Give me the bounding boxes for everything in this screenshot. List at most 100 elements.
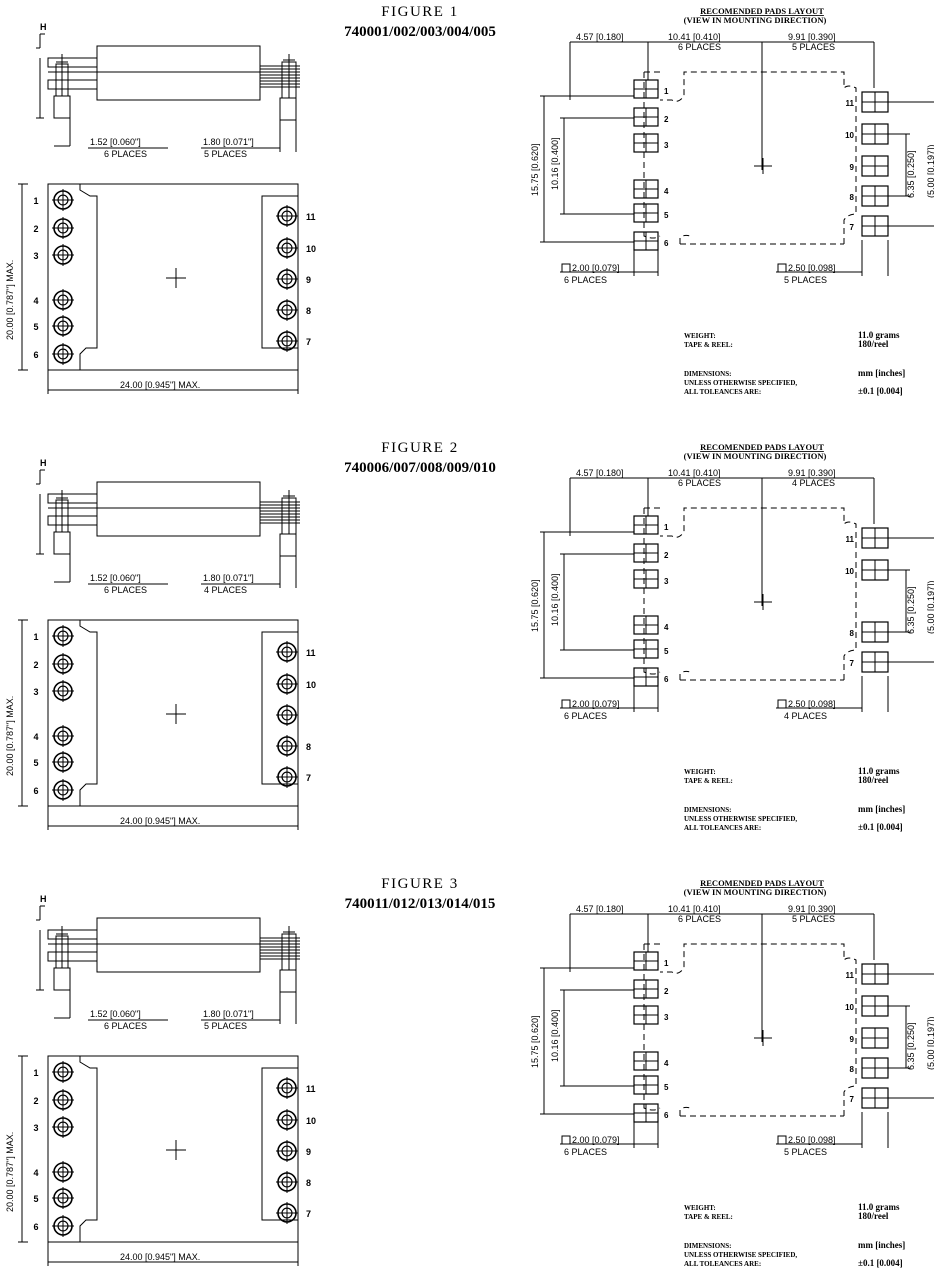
part-numbers: 740001/002/003/004/005 — [344, 24, 496, 40]
side-foot-right — [279, 969, 297, 993]
pad-pin-number: 5 — [664, 211, 669, 220]
width-label: 20.00 [0.787"] MAX. — [5, 1132, 15, 1212]
pad-pin-number: 2 — [664, 115, 669, 124]
unless-label: UNLESS OTHERWISE SPECIFIED, — [684, 1251, 797, 1259]
side-body — [96, 481, 261, 537]
pad-total-height-label: 15.75 [0.620] — [530, 579, 540, 632]
pin-number: 1 — [33, 1068, 38, 1078]
side-foot-left — [53, 531, 71, 555]
tol-value: ±0.1 [0.004] — [858, 1258, 903, 1268]
pad-left-places-label: 6 PLACES — [678, 478, 721, 488]
pad-pin-number: 3 — [664, 577, 669, 586]
pad-pin-number: 11 — [846, 535, 855, 544]
tape-label: TAPE & REEL: — [684, 777, 733, 785]
figure-title: FIGURE 2 — [381, 440, 458, 456]
pad-right-size-label: 2.50 [0.098] — [788, 1135, 836, 1145]
part-numbers: 740006/007/008/009/010 — [344, 460, 496, 476]
body-outline-dashed — [643, 507, 857, 681]
pads-subtitle: (VIEW IN MOUNTING DIRECTION) — [684, 15, 827, 25]
pin-number: 4 — [33, 732, 38, 742]
width-label: 20.00 [0.787"] MAX. — [5, 696, 15, 776]
side-bracket-bottom — [47, 79, 98, 90]
left-places-label: 6 PLACES — [104, 149, 147, 159]
dims-value: mm [inches] — [858, 368, 905, 378]
pad-pin-number: 1 — [664, 959, 669, 968]
pin-number: 8 — [306, 742, 311, 752]
pad-left-places-label: 6 PLACES — [564, 275, 607, 285]
pads-subtitle: (VIEW IN MOUNTING DIRECTION) — [684, 887, 827, 897]
unless-label: UNLESS OTHERWISE SPECIFIED, — [684, 379, 797, 387]
tape-label: TAPE & REEL: — [684, 1213, 733, 1221]
pin-number: 2 — [33, 660, 38, 670]
pin-number: 1 — [33, 196, 38, 206]
tape-label: TAPE & REEL: — [684, 341, 733, 349]
pads-title: RECOMENDED PADS LAYOUT — [700, 878, 824, 888]
pin-number: 6 — [33, 1222, 38, 1232]
pin-number: 5 — [33, 1194, 38, 1204]
pad-right-height-clipped-label: (5.00 [0.197]) — [926, 580, 934, 634]
part-numbers: 740011/012/013/014/015 — [345, 896, 496, 912]
pin-number: 11 — [306, 212, 316, 222]
pad-offset-label: 4.57 [0.180] — [576, 32, 624, 42]
height-label: H — [40, 458, 47, 468]
side-bracket-bottom — [47, 515, 98, 526]
pin-number: 8 — [306, 1178, 311, 1188]
pad-right-places-label: 5 PLACES — [784, 275, 827, 285]
pad-right-span-label: 9.91 [0.390] — [788, 468, 836, 478]
pad-pin-number: 1 — [664, 523, 669, 532]
dims-value: mm [inches] — [858, 804, 905, 814]
pad-offset-label: 4.57 [0.180] — [576, 904, 624, 914]
pad-pin-number: 10 — [845, 131, 854, 140]
left-places-label: 6 PLACES — [104, 585, 147, 595]
pin-number: 4 — [33, 296, 38, 306]
right-places-label: 5 PLACES — [204, 1021, 247, 1031]
left-pitch-label: 1.52 [0.060"] — [90, 573, 141, 583]
height-label: H — [40, 894, 47, 904]
side-bracket-top — [47, 929, 98, 940]
pad-pin-number: 6 — [664, 675, 669, 684]
pad-left-places-label: 6 PLACES — [678, 914, 721, 924]
width-label: 20.00 [0.787"] MAX. — [5, 260, 15, 340]
pad-pin-number: 11 — [846, 99, 855, 108]
square-symbol — [777, 1135, 787, 1145]
pin-number: 5 — [33, 322, 38, 332]
weight-label: WEIGHT: — [684, 768, 716, 776]
weight-label: WEIGHT: — [684, 1204, 716, 1212]
right-terminal-strip — [261, 631, 298, 785]
pad-pin-number: 10 — [845, 567, 854, 576]
pad-inner-height-label: 10.16 [0.400] — [550, 137, 560, 190]
right-pitch-label: 1.80 [0.071"] — [203, 1009, 254, 1019]
pad-pin-number: 2 — [664, 987, 669, 996]
length-label: 24.00 [0.945"] MAX. — [120, 1252, 200, 1262]
pad-total-height-label: 15.75 [0.620] — [530, 143, 540, 196]
side-foot-right — [279, 533, 297, 557]
tol-label: ALL TOLEANCES ARE: — [684, 824, 761, 832]
left-terminal-strip — [48, 1055, 98, 1242]
weight-value: 11.0 grams — [858, 330, 900, 340]
pin-number: 3 — [33, 687, 38, 697]
pin-number: 9 — [306, 1147, 311, 1157]
pin-number: 4 — [33, 1168, 38, 1178]
left-pitch-label: 1.52 [0.060"] — [90, 137, 141, 147]
unless-label: UNLESS OTHERWISE SPECIFIED, — [684, 815, 797, 823]
pad-left-size-label: 2.00 [0.079] — [572, 1135, 620, 1145]
pad-pin-number: 7 — [850, 223, 855, 232]
pin-number: 8 — [306, 306, 311, 316]
figure-title: FIGURE 1 — [381, 4, 458, 20]
side-foot-left — [53, 95, 71, 119]
side-foot-left — [53, 967, 71, 991]
pin-number: 3 — [33, 251, 38, 261]
pad-pin-number: 4 — [664, 623, 669, 632]
pad-pin-number: 2 — [664, 551, 669, 560]
pin-number: 11 — [306, 648, 316, 658]
pad-pin-number: 4 — [664, 1059, 669, 1068]
length-label: 24.00 [0.945"] MAX. — [120, 816, 200, 826]
figure-title: FIGURE 3 — [381, 876, 458, 892]
right-terminal-strip — [261, 195, 298, 349]
pad-pin-number: 8 — [850, 1065, 855, 1074]
right-pitch-label: 1.80 [0.071"] — [203, 137, 254, 147]
side-bracket-top — [47, 57, 98, 68]
pad-pin-number: 6 — [664, 239, 669, 248]
